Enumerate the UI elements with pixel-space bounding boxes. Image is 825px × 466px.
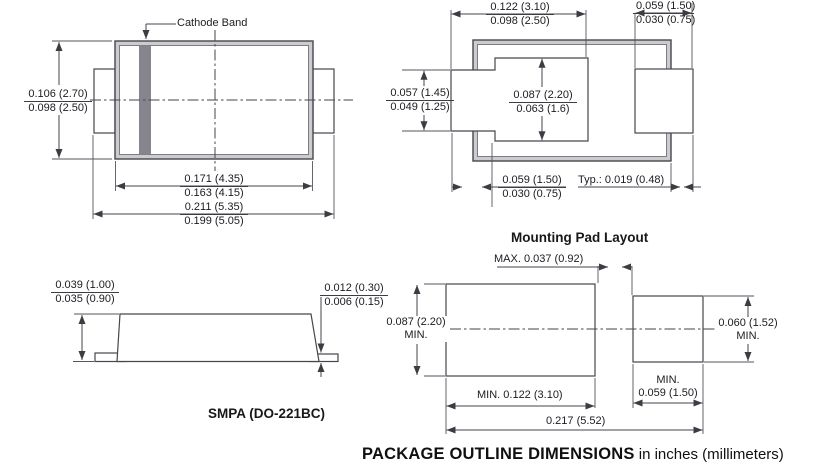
dim-value: 0.060 (1.52) — [718, 317, 778, 329]
dim-min: 0.035 (0.90) — [55, 293, 115, 305]
dim-qualifier: MIN. — [656, 374, 680, 386]
left-terminal-pad — [450, 57, 589, 142]
dim-left-pad-width: 0.059 (1.50) 0.030 (0.75) — [498, 174, 566, 201]
dim-terminal-height: 0.057 (1.45) 0.049 (1.25) — [386, 87, 454, 114]
dim-pad-span: 0.122 (3.10) 0.098 (2.50) — [486, 1, 554, 28]
top-view-linework — [52, 23, 353, 219]
dim-min: 0.006 (0.15) — [324, 296, 384, 308]
dim-max: 0.171 (4.35) — [180, 173, 248, 187]
dim-value: 0.087 (2.20) — [386, 316, 446, 328]
dim-protrusion-typ: Typ.: 0.019 (0.48) — [578, 174, 665, 186]
package-body — [116, 313, 320, 363]
dim-max: 0.211 (5.35) — [180, 201, 248, 215]
dim-min: 0.030 (0.75) — [636, 14, 696, 26]
caption-bold: PACKAGE OUTLINE DIMENSIONS — [362, 445, 635, 463]
right-terminal-pad — [634, 68, 694, 134]
dim-value: 0.059 (1.50) — [638, 387, 698, 399]
dim-max: 0.059 (1.50) — [633, 0, 695, 14]
dim-max: 0.039 (1.00) — [51, 279, 119, 293]
dim-min: 0.030 (0.75) — [502, 188, 562, 200]
caption-rest: in inches (millimeters) — [634, 446, 784, 463]
dim-top-height: 0.106 (2.70) 0.098 (2.50) — [24, 88, 92, 115]
package-name-label: SMPA (DO-221BC) — [208, 406, 326, 421]
dim-qualifier: MIN. — [736, 330, 760, 342]
dim-min: 0.163 (4.15) — [184, 187, 244, 199]
dim-qualifier: MIN. — [404, 329, 428, 341]
dim-overall-width: 0.211 (5.35) 0.199 (5.05) — [180, 201, 248, 228]
dim-right-pad-width: 0.059 (1.50) 0.030 (0.75) — [633, 0, 696, 27]
pad-layout-title: Mounting Pad Layout — [511, 230, 649, 245]
dim-max: 0.059 (1.50) — [498, 174, 566, 188]
dim-max: 0.122 (3.10) — [486, 1, 554, 15]
dim-pad-gap: MAX. 0.037 (0.92) — [494, 253, 584, 265]
dim-large-pad-height: 0.087 (2.20) MIN. — [384, 316, 448, 342]
dim-max: 0.057 (1.45) — [386, 87, 454, 101]
dim-center-pad-height: 0.087 (2.20) 0.063 (1.6) — [509, 89, 577, 116]
dim-max: 0.012 (0.30) — [320, 282, 388, 296]
page-caption: PACKAGE OUTLINE DIMENSIONS in inches (mi… — [362, 445, 784, 464]
dim-small-pad-height: 0.060 (1.52) MIN. — [716, 317, 780, 343]
dim-min: 0.098 (2.50) — [490, 15, 550, 27]
dim-min: 0.199 (5.05) — [184, 215, 244, 227]
dim-large-pad-width: MIN. 0.122 (3.10) — [477, 389, 563, 401]
dim-small-pad-width: MIN. 0.059 (1.50) — [634, 374, 702, 400]
dim-overall-pad-width: 0.217 (5.52) — [546, 415, 606, 427]
dim-side-height: 0.039 (1.00) 0.035 (0.90) — [51, 279, 119, 306]
pad-layout-linework — [413, 263, 754, 434]
dim-max: 0.106 (2.70) — [24, 88, 92, 102]
cathode-band-label: Cathode Band — [177, 17, 248, 29]
dim-min: 0.049 (1.25) — [390, 101, 450, 113]
bottom-view-linework — [402, 3, 701, 207]
dim-max: 0.087 (2.20) — [509, 89, 577, 103]
dim-min: 0.063 (1.6) — [516, 103, 570, 115]
side-view-linework — [73, 297, 339, 377]
dim-body-width: 0.171 (4.35) 0.163 (4.15) — [180, 173, 248, 200]
dim-min: 0.098 (2.50) — [28, 102, 88, 114]
dim-lead-thickness: 0.012 (0.30) 0.006 (0.15) — [320, 282, 388, 309]
large-mounting-pad — [445, 283, 596, 377]
